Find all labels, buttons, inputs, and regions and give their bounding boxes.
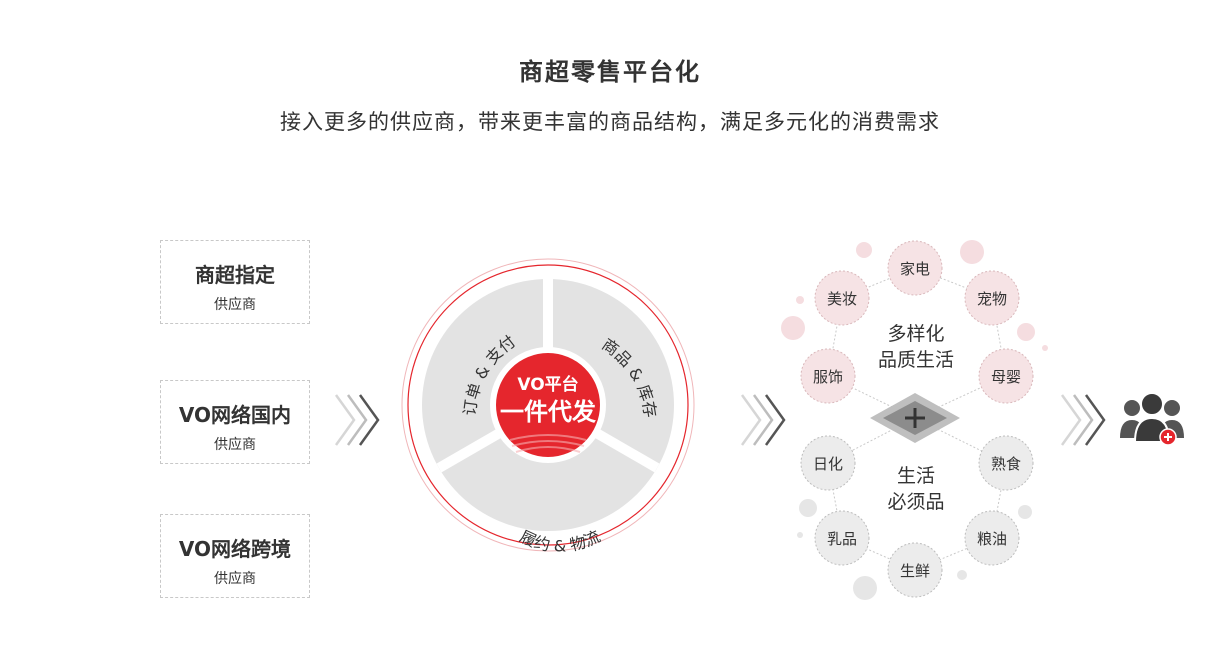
category-item: 乳品 [827, 530, 857, 548]
bottom-group-label: 必须品 [887, 491, 944, 513]
category-item: 熟食 [991, 455, 1021, 473]
category-item: 服饰 [813, 368, 843, 386]
top-category-circles [800, 240, 1034, 404]
category-item: 宠物 [977, 290, 1007, 308]
page-title: 商超零售平台化 [519, 58, 701, 86]
plus-icon [870, 393, 960, 443]
triple-chevron-right-icon [334, 394, 380, 446]
supplier-sub: 供应商 [214, 571, 256, 587]
category-item: 粮油 [977, 530, 1007, 548]
bottom-group-label: 生活 [897, 465, 935, 487]
supplier-box-designated: 商超指定 供应商 [160, 240, 310, 324]
top-group-label: 多样化 [887, 323, 944, 345]
page-subtitle: 接入更多的供应商，带来更丰富的商品结构，满足多元化的消费需求 [280, 110, 940, 134]
category-item: 生鲜 [900, 562, 930, 580]
supplier-name: VO网络国内 [178, 403, 292, 427]
supplier-name: VO网络跨境 [178, 537, 292, 561]
user-group-icon [1120, 392, 1184, 446]
supplier-box-domestic: VO网络国内 供应商 [160, 380, 310, 464]
supplier-sub: 供应商 [214, 297, 256, 313]
platform-core-top: VO平台 [517, 374, 578, 395]
decorative-bubbles [781, 240, 1048, 600]
supplier-name: 商超指定 [195, 263, 275, 287]
category-item: 家电 [900, 260, 930, 278]
triple-chevron-right-icon [1060, 394, 1106, 446]
supplier-box-crossborder: VO网络跨境 供应商 [160, 514, 310, 598]
platform-circle [401, 258, 695, 552]
category-item: 美妆 [827, 290, 857, 308]
category-item: 日化 [813, 455, 843, 473]
category-item: 母婴 [991, 368, 1021, 386]
supplier-sub: 供应商 [214, 437, 256, 453]
bottom-category-circles [800, 435, 1034, 598]
triple-chevron-right-icon [740, 394, 786, 446]
platform-core-main: 一件代发 [500, 398, 596, 426]
top-group-label: 品质生活 [878, 349, 954, 371]
